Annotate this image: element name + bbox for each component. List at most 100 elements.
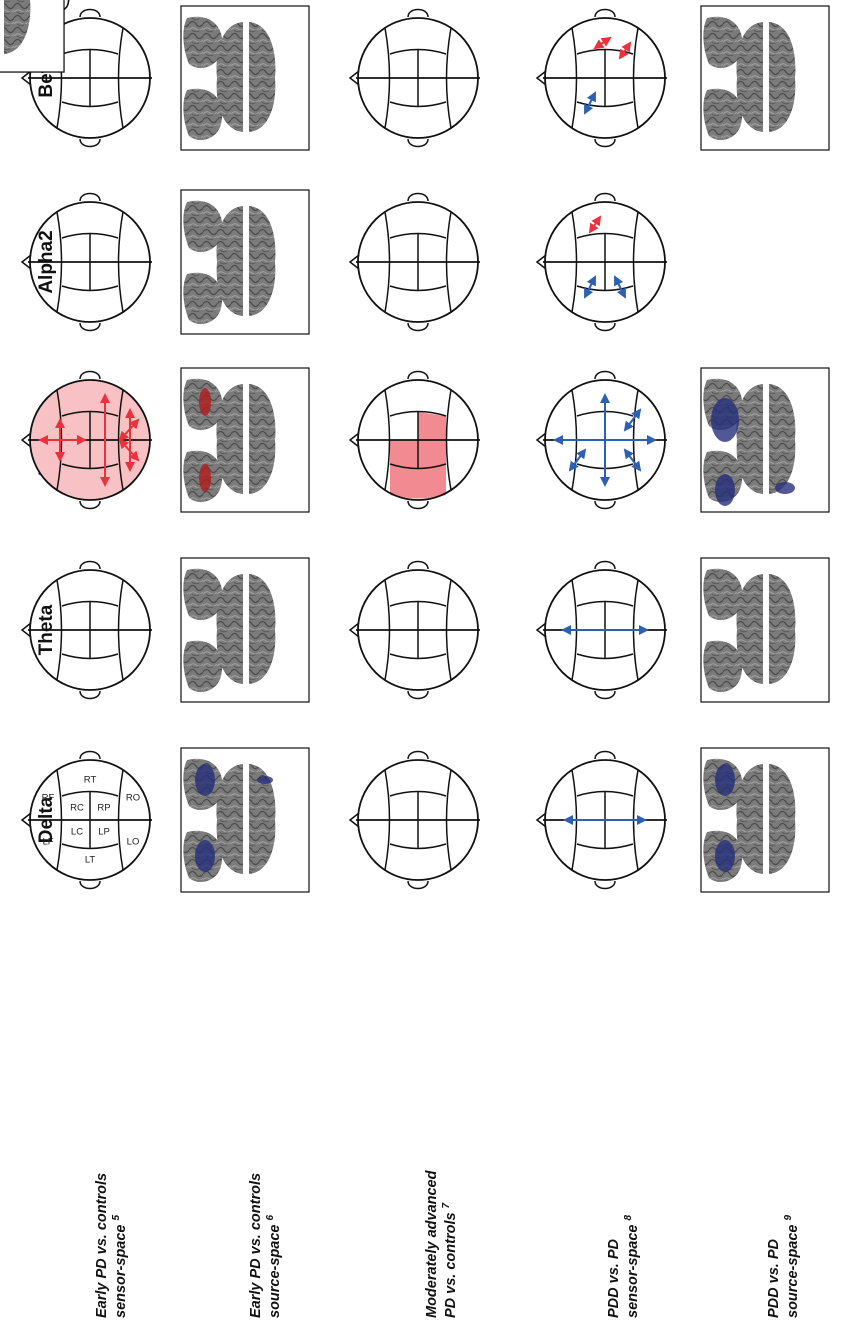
left-ear-icon	[407, 322, 429, 332]
brain-dorsal-right-hemisphere	[4, 0, 31, 54]
brain-source-panel	[180, 557, 310, 703]
right-ear-icon	[79, 370, 101, 380]
increase-connectivity-arrow	[618, 41, 632, 60]
right-ear-icon	[594, 750, 616, 760]
right-ear-icon	[79, 750, 101, 760]
brain-dorsal-left-hemisphere	[216, 384, 243, 494]
region-label-rf: RF	[42, 793, 55, 804]
left-temporal-boundary	[61, 463, 119, 470]
significant-source-region	[199, 464, 211, 492]
left-ear-icon	[407, 500, 429, 510]
brain-dorsal-right-hemisphere	[249, 764, 276, 874]
brain-source-panel	[700, 367, 830, 513]
brain-lateral-right	[703, 88, 743, 140]
decrease-connectivity-arrow	[568, 448, 587, 472]
region-label-ro: RO	[126, 793, 140, 804]
left-ear-icon	[407, 690, 429, 700]
brain-lateral-right	[183, 272, 223, 324]
nose-icon	[20, 254, 32, 270]
region-label-lo: LO	[127, 837, 140, 848]
brain-dorsal-left-hemisphere	[736, 22, 763, 132]
region-label-rp: RP	[97, 803, 110, 814]
nose-icon	[20, 432, 32, 448]
row-label-line1: Early PD vs. controls	[94, 1173, 110, 1318]
decrease-connectivity-arrow	[584, 275, 596, 299]
right-ear-icon	[79, 560, 101, 570]
row-label-line1: PDD vs. PD	[766, 1239, 782, 1318]
head-schematic	[20, 560, 152, 700]
left-ear-icon	[594, 322, 616, 332]
region-label-lp: LP	[98, 827, 110, 838]
right-temporal-boundary	[389, 48, 447, 55]
brain-lateral-right	[183, 88, 223, 140]
brain-dorsal-right-hemisphere	[769, 22, 796, 132]
head-schematic	[20, 192, 152, 332]
right-temporal-boundary	[61, 232, 119, 239]
left-temporal-boundary	[61, 285, 119, 292]
head-schematic	[535, 370, 667, 510]
left-temporal-boundary	[389, 843, 447, 850]
left-ear-icon	[79, 138, 101, 148]
nose-icon	[348, 432, 360, 448]
nose-icon	[20, 70, 32, 86]
reference-number: 7	[441, 1202, 452, 1208]
left-ear-icon	[407, 880, 429, 890]
row-label-line2-text: sensor-space	[113, 1225, 129, 1319]
right-temporal-boundary	[61, 48, 119, 55]
right-ear-icon	[407, 560, 429, 570]
left-ear-icon	[79, 880, 101, 890]
right-temporal-boundary	[61, 410, 119, 417]
brain-dorsal-left-hemisphere	[216, 574, 243, 684]
brain-source-panel	[0, 0, 65, 73]
head-schematic	[348, 750, 480, 890]
reference-number: 5	[111, 1215, 122, 1221]
row-label-line1: PDD vs. PD	[606, 1239, 622, 1318]
reference-number: 9	[783, 1215, 794, 1221]
significant-source-region	[715, 764, 735, 796]
reference-number: 6	[265, 1215, 276, 1221]
row-label-line2-text: PD vs. controls	[443, 1212, 459, 1318]
significant-source-region	[715, 840, 735, 872]
brain-dorsal-right-hemisphere	[249, 22, 276, 132]
right-ear-icon	[79, 8, 101, 18]
nose-icon	[348, 254, 360, 270]
increase-connectivity-arrow	[588, 215, 602, 234]
right-temporal-boundary	[389, 410, 447, 417]
region-fill	[418, 412, 446, 440]
brain-dorsal-right-hemisphere	[249, 574, 276, 684]
significant-source-region	[195, 764, 215, 796]
brain-source-panel	[180, 747, 310, 893]
right-temporal-boundary	[61, 790, 119, 797]
right-ear-icon	[407, 8, 429, 18]
left-ear-icon	[594, 138, 616, 148]
significant-source-region	[775, 482, 795, 494]
head-schematic	[535, 8, 667, 148]
right-ear-icon	[407, 192, 429, 202]
right-ear-icon	[594, 8, 616, 18]
head-schematic	[348, 192, 480, 332]
nose-icon	[348, 70, 360, 86]
head-schematic	[20, 370, 152, 510]
nose-icon	[348, 812, 360, 828]
brain-lateral-left	[183, 200, 223, 252]
significant-source-region	[715, 474, 735, 506]
region-fill	[390, 464, 446, 499]
right-ear-icon	[594, 370, 616, 380]
region-label-lc: LC	[71, 827, 83, 838]
right-temporal-boundary	[576, 232, 634, 239]
head-schematic	[348, 560, 480, 700]
decrease-connectivity-arrow	[584, 91, 596, 115]
brain-lateral-left	[183, 568, 223, 620]
head-schematic	[348, 8, 480, 148]
brain-dorsal-left-hemisphere	[216, 206, 243, 316]
left-ear-icon	[594, 500, 616, 510]
significant-source-region	[711, 398, 739, 442]
brain-dorsal-left-hemisphere	[736, 384, 763, 494]
brain-dorsal-left-hemisphere	[736, 574, 763, 684]
brain-dorsal-right-hemisphere	[769, 574, 796, 684]
row-label-line2-text: source-space	[785, 1225, 801, 1319]
brain-dorsal-left-hemisphere	[736, 764, 763, 874]
